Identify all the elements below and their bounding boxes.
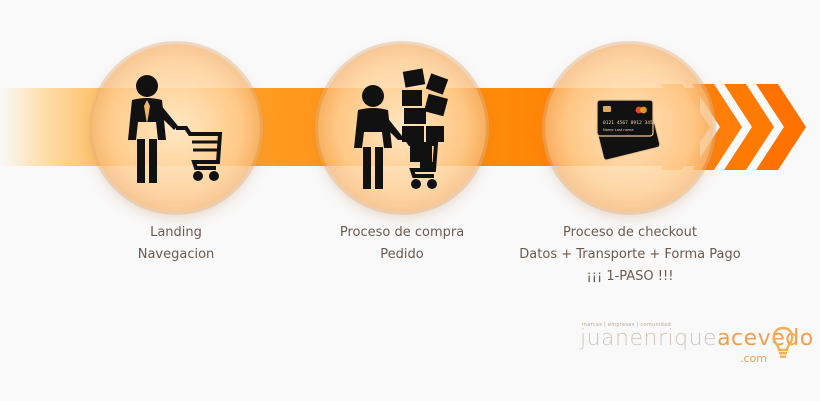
step-circle-landing <box>92 44 260 212</box>
step-1-line-2: Navegacion <box>137 247 215 262</box>
person-cart-icon <box>128 75 223 183</box>
brand-logo: marcas | empresas | comunidad juanenriqu… <box>580 322 813 372</box>
credit-cards-icon: 0121 4567 8912 3456 Name Last name <box>595 99 661 161</box>
step-1-line-1: Landing <box>150 225 202 240</box>
card-holder: Name Last name <box>603 128 634 132</box>
brand-tagline: marcas | empresas | comunidad <box>582 322 671 328</box>
person-cart-boxes-icon <box>354 68 449 189</box>
lightbulb-icon <box>772 326 794 358</box>
step-circle-compra <box>318 44 486 212</box>
brand-name: juanenriqueacevedo <box>580 326 814 351</box>
brand-name-bold: acevedo <box>717 326 814 351</box>
step-2-line-2: Pedido <box>380 247 424 262</box>
step-circle-checkout: 0121 4567 8912 3456 Name Last name <box>545 44 713 212</box>
step-3-line-3: ¡¡¡ 1-PASO !!! <box>586 269 674 284</box>
step-label-landing: Landing Navegacion <box>56 222 296 266</box>
step-3-line-2: Datos + Transporte + Forma Pago <box>519 247 741 262</box>
step-label-compra: Proceso de compra Pedido <box>282 222 522 266</box>
step-label-checkout: Proceso de checkout Datos + Transporte +… <box>510 222 750 288</box>
brand-domain: .com <box>740 352 767 365</box>
step-2-line-1: Proceso de compra <box>339 225 465 240</box>
brand-name-light: juanenrique <box>580 326 718 351</box>
card-number: 0121 4567 8912 3456 <box>603 120 656 126</box>
step-3-line-1: Proceso de checkout <box>563 225 697 240</box>
